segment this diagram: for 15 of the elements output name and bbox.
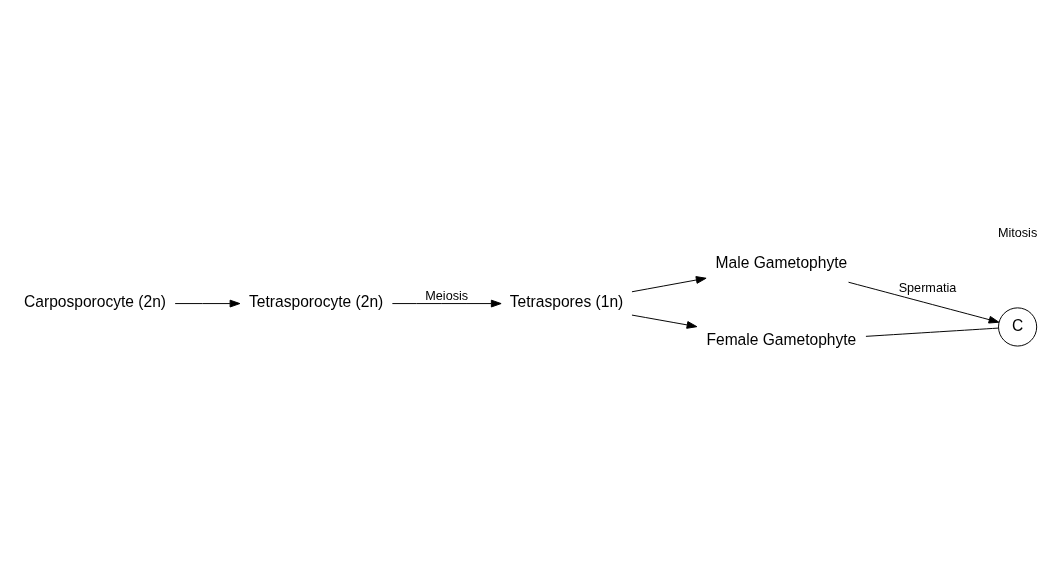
- node-text: Carposporocyte (2n): [24, 292, 167, 310]
- arrow: [631, 314, 698, 329]
- connector: [865, 327, 999, 337]
- arrow: [848, 281, 1000, 323]
- node-text: Tetrasporocyte (2n): [249, 292, 384, 310]
- arrow: [174, 299, 241, 307]
- edge-label: Spermatia: [898, 280, 957, 295]
- node-text: Tetraspores (1n): [509, 292, 624, 310]
- label: Mitosis: [997, 225, 1038, 240]
- node-circle: C: [998, 306, 1038, 347]
- edge-label: Meiosis: [425, 288, 469, 303]
- node-text: Female Gametophyte: [706, 330, 857, 348]
- arrow: [631, 275, 707, 292]
- node-text: Male Gametophyte: [715, 253, 848, 271]
- arrow: [391, 299, 502, 307]
